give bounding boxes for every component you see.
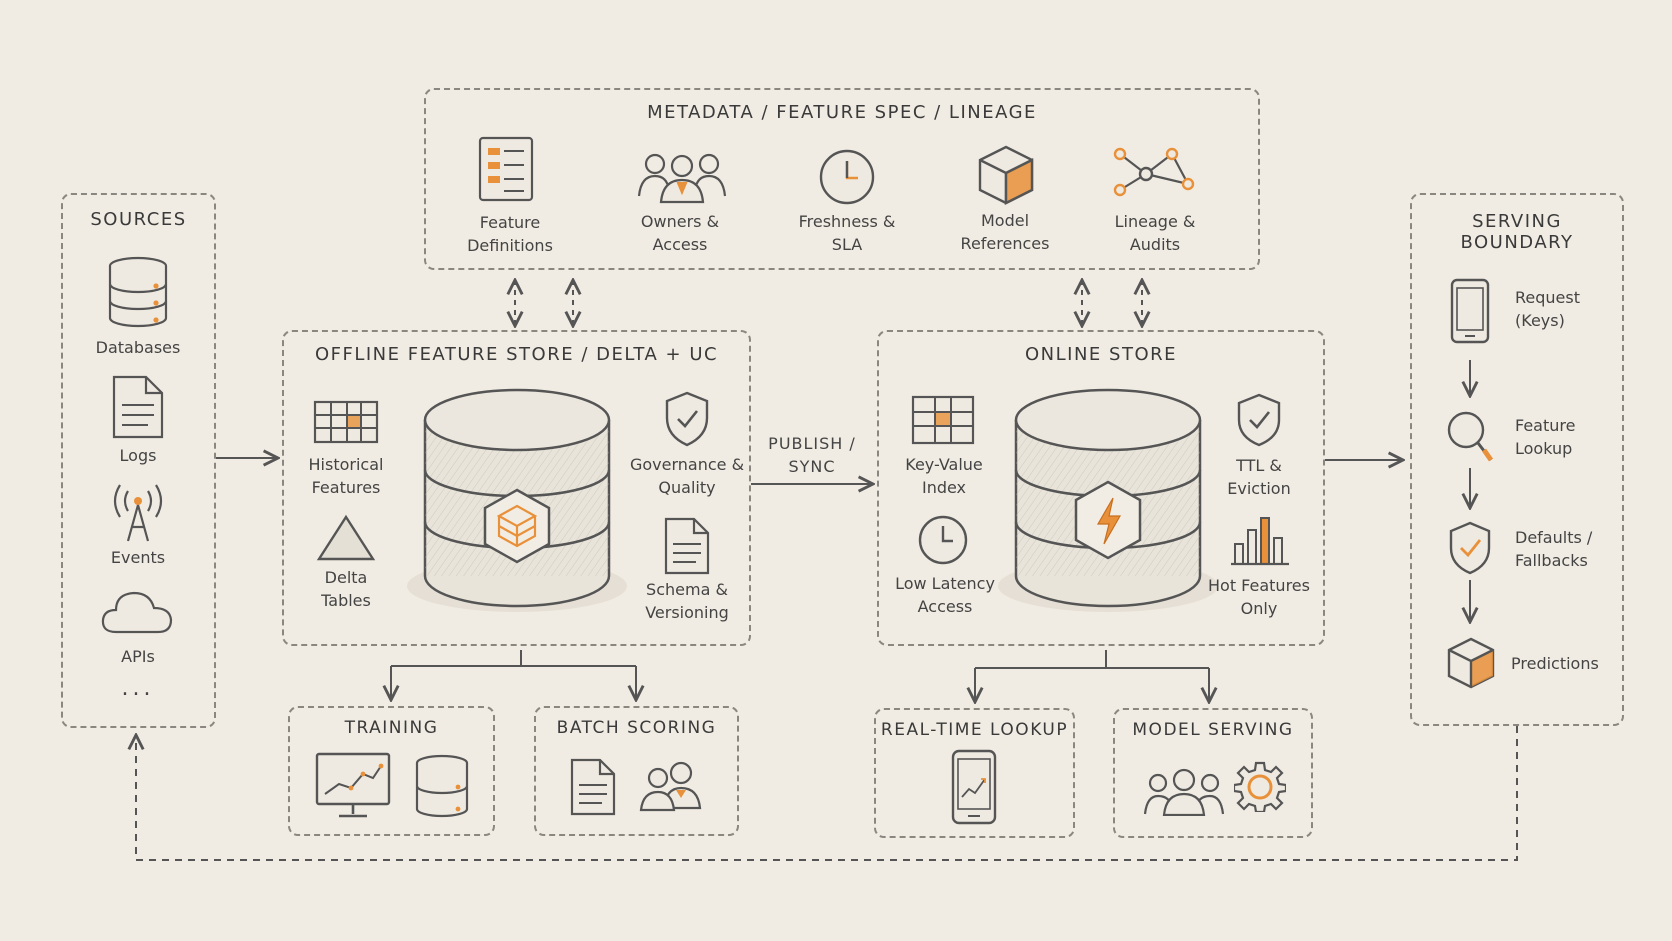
table-grid-icon	[313, 400, 379, 444]
online-store-title: ONLINE STORE	[1025, 344, 1177, 365]
model-serving-box: MODEL SERVING	[1113, 708, 1313, 838]
online-store-cylinder	[998, 388, 1218, 612]
phone-chart-icon	[951, 749, 997, 825]
online-item-label: Key-Value Index	[905, 455, 983, 497]
sources-title: SOURCES	[90, 209, 187, 230]
document-icon	[112, 375, 164, 439]
serving-boundary-title: SERVING BOUNDARY	[1460, 211, 1574, 253]
magnifier-icon	[1447, 411, 1494, 462]
offline-store-box: OFFLINE FEATURE STORE / DELTA + UC	[282, 330, 751, 646]
serving-boundary-box: SERVING BOUNDARY	[1410, 193, 1624, 726]
batch-scoring-title: BATCH SCORING	[556, 718, 717, 738]
realtime-lookup-title: REAL-TIME LOOKUP	[880, 720, 1069, 740]
model-serving-title: MODEL SERVING	[1132, 720, 1294, 740]
clock-icon	[918, 515, 968, 565]
users-icon	[639, 761, 702, 812]
metadata-item-label: Model References	[960, 211, 1050, 253]
offline-item-label: Governance & Quality	[629, 455, 745, 497]
clock-icon	[819, 149, 875, 205]
serving-item-label: Feature Lookup	[1515, 416, 1576, 458]
document-icon	[664, 517, 710, 575]
sources-item-label: Databases	[95, 338, 181, 357]
metadata-item-label: Feature Definitions	[467, 213, 553, 255]
table-grid-icon	[911, 395, 975, 445]
sources-item-label: Logs	[119, 446, 157, 465]
sources-item-label: APIs	[121, 647, 155, 666]
offline-item-label: Historical Features	[308, 455, 384, 497]
cube-icon	[1447, 637, 1495, 689]
online-item-label: Hot Features Only	[1208, 576, 1310, 618]
users-icon	[1144, 768, 1224, 816]
metadata-item-label: Lineage & Audits	[1114, 212, 1196, 254]
cloud-icon	[101, 591, 173, 634]
offline-item-label: Schema & Versioning	[645, 580, 729, 622]
gear-icon	[1234, 761, 1286, 812]
triangle-icon	[316, 514, 376, 561]
sources-box: SOURCES	[61, 193, 216, 728]
serving-item-label: Request (Keys)	[1515, 288, 1580, 330]
publish-sync-label: PUBLISH / SYNC	[768, 434, 856, 476]
metadata-title: METADATA / FEATURE SPEC / LINEAGE	[647, 102, 1037, 123]
online-store-box: ONLINE STORE	[877, 330, 1325, 646]
serving-item-label: Predictions	[1511, 654, 1599, 673]
batch-scoring-box: BATCH SCORING	[534, 706, 739, 836]
shield-check-icon	[1449, 521, 1491, 575]
graph-icon	[1113, 147, 1195, 197]
sources-item-label: Events	[110, 548, 166, 567]
document-list-icon	[478, 136, 534, 202]
online-item-label: Low Latency Access	[895, 574, 995, 616]
realtime-lookup-box: REAL-TIME LOOKUP	[874, 708, 1075, 838]
offline-store-title: OFFLINE FEATURE STORE / DELTA + UC	[314, 344, 719, 365]
phone-icon	[1450, 278, 1490, 344]
serving-item-label: Defaults / Fallbacks	[1515, 528, 1593, 570]
metadata-item-label: Owners & Access	[640, 212, 720, 254]
users-icon	[637, 153, 727, 204]
offline-split-line	[391, 650, 636, 667]
cube-icon	[978, 145, 1034, 205]
monitor-chart-icon	[315, 752, 391, 818]
offline-store-cylinder	[407, 388, 627, 612]
training-box: TRAINING	[288, 706, 495, 836]
training-title: TRAINING	[344, 718, 439, 738]
metadata-item-label: Freshness & SLA	[798, 212, 896, 254]
antenna-icon	[113, 484, 163, 542]
online-item-label: TTL & Eviction	[1227, 456, 1291, 498]
database-icon	[108, 256, 168, 328]
offline-item-label: Delta Tables	[321, 568, 371, 610]
shield-check-icon	[1237, 393, 1281, 447]
shield-check-icon	[665, 391, 709, 447]
bar-chart-icon	[1231, 517, 1289, 566]
metadata-box: METADATA / FEATURE SPEC / LINEAGE	[424, 88, 1260, 270]
document-icon	[570, 758, 616, 816]
sources-more-ellipsis: ...	[121, 676, 155, 701]
online-split-line	[975, 650, 1209, 669]
feedback-loop-line	[136, 726, 1518, 861]
database-icon	[415, 754, 469, 818]
